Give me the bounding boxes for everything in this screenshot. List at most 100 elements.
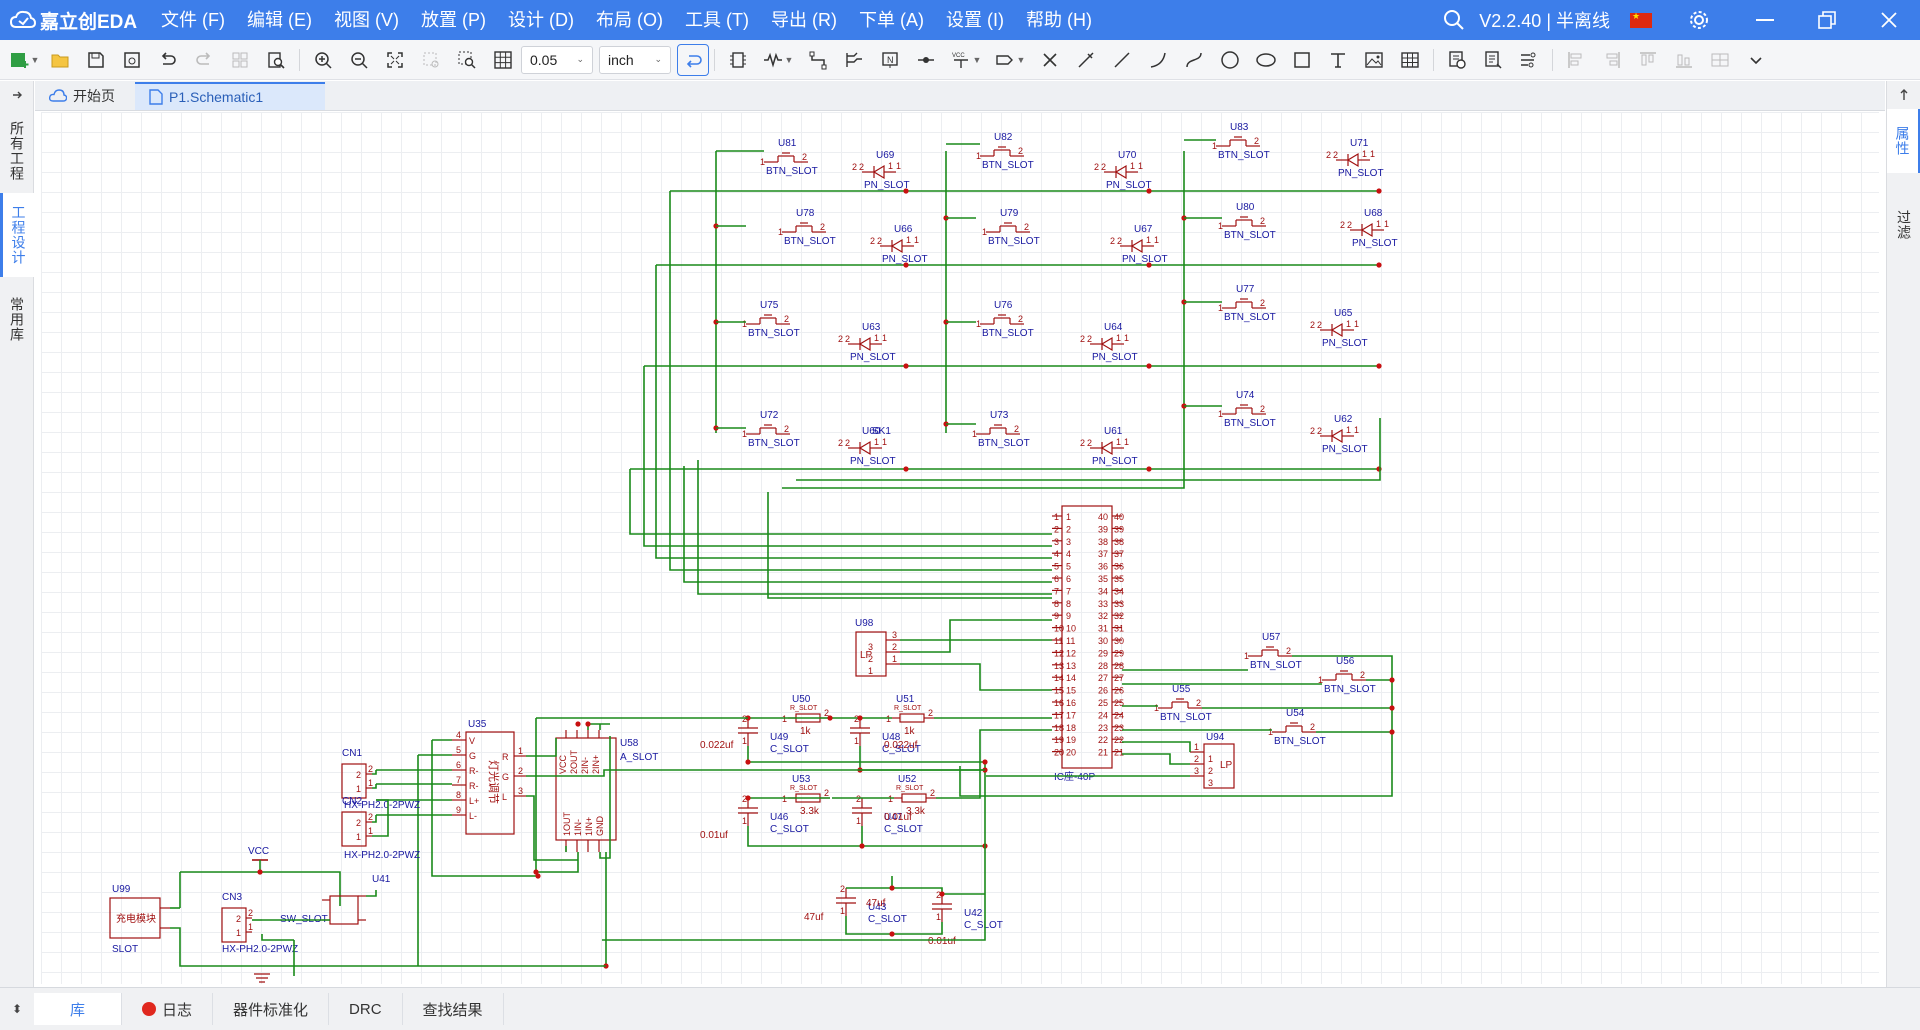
place-net-label-button[interactable]: N <box>872 44 908 76</box>
menu-edit[interactable]: 编辑 (E) <box>246 10 312 30</box>
more-tools-button[interactable] <box>1738 44 1774 76</box>
no-connect-button[interactable] <box>1032 44 1068 76</box>
chevron-down-icon: ⌄ <box>576 54 584 64</box>
u35-pin-name: R <box>502 752 509 762</box>
pin-number: 2 <box>1110 236 1115 246</box>
design-check-button[interactable] <box>1439 44 1475 76</box>
open-button[interactable] <box>42 44 78 76</box>
place-table-button[interactable] <box>1392 44 1428 76</box>
menu-tools[interactable]: 工具 (T) <box>684 10 749 30</box>
language-flag-icon[interactable] <box>1630 11 1652 28</box>
wire <box>629 469 1052 535</box>
tab-common-library[interactable]: 常用库 <box>9 296 25 342</box>
align-bottom-button[interactable] <box>1666 44 1702 76</box>
menu-view[interactable]: 视图 (V) <box>333 10 399 30</box>
annotate-button[interactable] <box>1475 44 1511 76</box>
draw-line-button[interactable] <box>1104 44 1140 76</box>
menu-design[interactable]: 设计 (D) <box>507 10 574 30</box>
redo-button[interactable] <box>186 44 222 76</box>
search-icon[interactable] <box>1443 9 1465 31</box>
close-button[interactable] <box>1858 0 1920 40</box>
align-left-button[interactable] <box>1558 44 1594 76</box>
new-button[interactable]: ▼ <box>6 44 42 76</box>
connector-value: HX-PH2.0-2PWZ <box>344 800 420 811</box>
place-probe-button[interactable] <box>1068 44 1104 76</box>
place-power-button[interactable]: VCC▼ <box>944 44 988 76</box>
ic-pin-number: 25 <box>1114 698 1124 708</box>
group-button[interactable] <box>222 44 258 76</box>
minimize-button[interactable] <box>1734 0 1796 40</box>
pin-panel-icon[interactable] <box>0 81 33 109</box>
ic-socket-body <box>1061 505 1113 769</box>
pin-number: 1 <box>1124 437 1129 447</box>
tab-schematic[interactable]: P1.Schematic1 <box>135 82 325 110</box>
u58-pin-name: 1OUT <box>562 811 572 836</box>
tab-standardize[interactable]: 器件标准化 <box>213 993 330 1025</box>
circle-icon <box>1221 50 1239 69</box>
connector-body <box>341 763 367 799</box>
place-bus-entry-button[interactable] <box>836 44 872 76</box>
place-text-button[interactable] <box>1320 44 1356 76</box>
tab-drc[interactable]: DRC <box>329 993 403 1025</box>
tab-project-design[interactable]: 工程设计 <box>0 193 34 277</box>
draw-rectangle-button[interactable] <box>1284 44 1320 76</box>
menu-place[interactable]: 放置 (P) <box>420 10 486 30</box>
tab-filter[interactable]: 过滤 <box>1896 210 1912 240</box>
zoom-selection-button[interactable] <box>413 44 449 76</box>
menu-order[interactable]: 下单 (A) <box>858 10 924 30</box>
fit-view-button[interactable] <box>377 44 413 76</box>
align-left-icon <box>1568 51 1582 68</box>
find-button[interactable] <box>258 44 294 76</box>
save-button[interactable] <box>78 44 114 76</box>
place-wire-button[interactable]: ▼ <box>756 44 800 76</box>
tab-log[interactable]: 日志 <box>122 993 214 1025</box>
restore-button[interactable] <box>1796 0 1858 40</box>
menu-help[interactable]: 帮助 (H) <box>1025 10 1092 30</box>
tab-all-projects[interactable]: 所有工程 <box>9 121 25 181</box>
undo-button[interactable] <box>150 44 186 76</box>
grid-button[interactable] <box>485 44 521 76</box>
pin-number: 5 <box>456 745 461 755</box>
place-junction-button[interactable] <box>908 44 944 76</box>
unit-select[interactable]: inch⌄ <box>599 45 671 74</box>
place-net-port-button[interactable]: ▼ <box>988 44 1032 76</box>
menu-export[interactable]: 导出 (R) <box>770 10 837 30</box>
junction-dot <box>1146 188 1152 194</box>
align-right-button[interactable] <box>1594 44 1630 76</box>
tab-library[interactable]: 库 <box>34 993 122 1025</box>
menu-settings[interactable]: 设置 (I) <box>945 10 1004 30</box>
zoom-out-button[interactable] <box>341 44 377 76</box>
draw-ellipse-button[interactable] <box>1248 44 1284 76</box>
tab-find-results[interactable]: 查找结果 <box>403 993 504 1025</box>
snap-toggle-button[interactable] <box>677 43 709 76</box>
pin-panel-icon[interactable] <box>1887 81 1920 109</box>
save-as-button[interactable] <box>114 44 150 76</box>
wire <box>526 795 578 861</box>
pin-number: 1 <box>760 157 765 167</box>
zoom-in-button[interactable] <box>305 44 341 76</box>
app-logo[interactable]: 嘉立创EDA <box>0 7 150 34</box>
align-top-button[interactable] <box>1630 44 1666 76</box>
draw-circle-button[interactable] <box>1212 44 1248 76</box>
tab-start-page[interactable]: 开始页 <box>35 82 135 110</box>
draw-bezier-button[interactable] <box>1176 44 1212 76</box>
zoom-area-button[interactable] <box>449 44 485 76</box>
pin-number: 2 <box>868 654 873 664</box>
ic-pin-name: 12 <box>1066 648 1076 658</box>
menu-layout[interactable]: 布局 (O) <box>595 10 663 30</box>
menu-file[interactable]: 文件 (F) <box>161 10 225 30</box>
place-bus-button[interactable] <box>800 44 836 76</box>
draw-arc-button[interactable] <box>1140 44 1176 76</box>
grid-size-select[interactable]: 0.05⌄ <box>521 45 593 74</box>
tab-properties[interactable]: 属性 <box>1887 109 1920 173</box>
u98-ref: U98 <box>855 618 874 629</box>
netlist-button[interactable] <box>1511 44 1547 76</box>
junction-dot <box>827 715 833 721</box>
gear-icon[interactable] <box>1688 9 1710 31</box>
place-component-button[interactable] <box>720 44 756 76</box>
distribute-button[interactable] <box>1702 44 1738 76</box>
place-image-button[interactable] <box>1356 44 1392 76</box>
pin-bottom-icon[interactable]: ⬍ <box>11 1002 23 1016</box>
